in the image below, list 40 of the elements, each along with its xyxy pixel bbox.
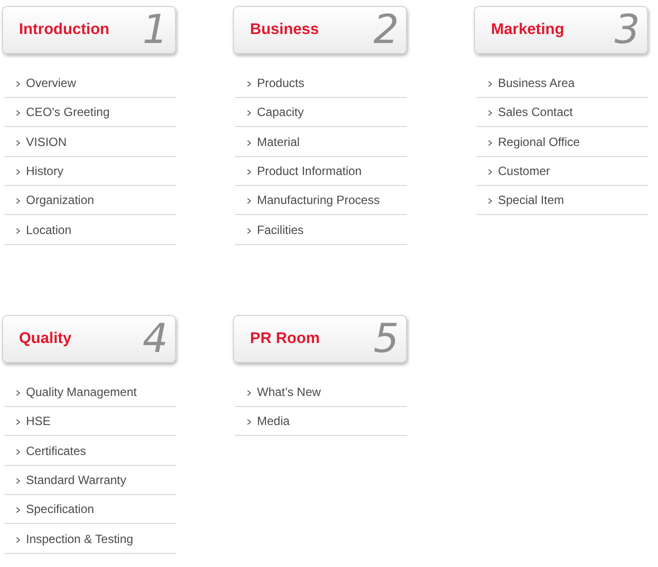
menu-link: Location <box>26 223 72 238</box>
menu-link: Special Item <box>498 193 564 208</box>
menu-link: What’s New <box>257 385 321 400</box>
section-number: 1 <box>142 8 168 52</box>
menu-link: History <box>26 164 64 179</box>
section-number: 4 <box>142 317 168 361</box>
menu-link: Inspection & Testing <box>26 532 134 547</box>
menu-link: Specification <box>26 502 94 517</box>
section-title: Introduction <box>19 20 110 40</box>
menu-link: Product Information <box>257 164 362 179</box>
menu-link: CEO's Greeting <box>26 105 110 120</box>
menu-link: Regional Office <box>498 135 580 150</box>
section-number: 5 <box>374 317 399 361</box>
menu-link: Manufacturing Process <box>257 193 380 208</box>
section-title: PR Room <box>250 329 320 349</box>
menu-link: Products <box>257 76 304 91</box>
menu-link: Facilities <box>257 223 304 238</box>
menu-link: Certificates <box>26 444 86 459</box>
menu-link: Standard Warranty <box>26 473 126 488</box>
menu-link: Quality Management <box>26 385 137 400</box>
menu-link: HSE <box>26 414 51 429</box>
section-header <box>2 315 176 363</box>
section-number: 3 <box>614 8 640 52</box>
menu-link: Overview <box>26 76 76 91</box>
menu-link: VISION <box>26 135 67 150</box>
menu-link: Sales Contact <box>498 105 573 120</box>
menu-link: Capacity <box>257 105 304 120</box>
section-header <box>474 6 648 54</box>
section-number: 2 <box>374 8 399 52</box>
section-header <box>233 6 407 54</box>
menu-link: Material <box>257 135 300 150</box>
section-title: Business <box>250 20 319 40</box>
menu-link: Customer <box>498 164 550 179</box>
menu-link: Organization <box>26 193 94 208</box>
section-title: Marketing <box>491 20 564 40</box>
menu-link: Business Area <box>498 76 575 91</box>
section-header <box>233 315 407 363</box>
menu-link: Media <box>257 414 290 429</box>
section-header <box>2 6 176 54</box>
section-title: Quality <box>19 329 72 349</box>
